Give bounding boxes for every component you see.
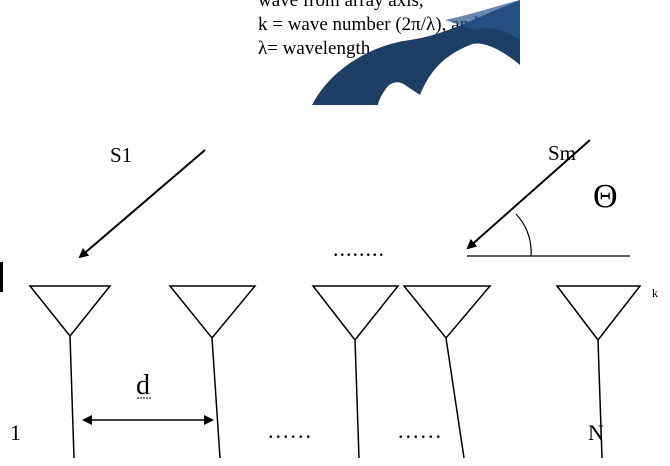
antenna-element-1 [28,285,112,459]
signal-first-label: S1 [110,143,132,167]
text-line-2: k = wave number (2π/λ), and [258,14,479,35]
text-line-3: λ= wavelength. [258,38,376,59]
angle-label: Θ [593,178,618,215]
element-last-label: N [588,420,604,445]
element-first-label: 1 [10,420,21,445]
signal-arrow-sm [466,139,591,250]
ellipsis-upper: ........ [333,236,385,261]
signal-arrow-s1 [78,149,206,259]
antenna-element-4 [402,285,492,459]
antenna-element-3 [311,285,400,459]
ellipsis-lower-2: ...... [398,418,443,443]
angle-arc [515,213,532,257]
ellipsis-lower-1: ...... [268,418,313,443]
antenna-element-2 [168,285,257,459]
signal-last-label: Sm [548,141,576,165]
swoosh-logo [312,0,520,105]
text-line-1: wave from array axis, [258,0,424,11]
axis-tick-mark: k [652,286,658,300]
spacing-label: d [136,370,150,401]
antenna-element-n [555,285,642,459]
edge-mark [0,262,3,292]
